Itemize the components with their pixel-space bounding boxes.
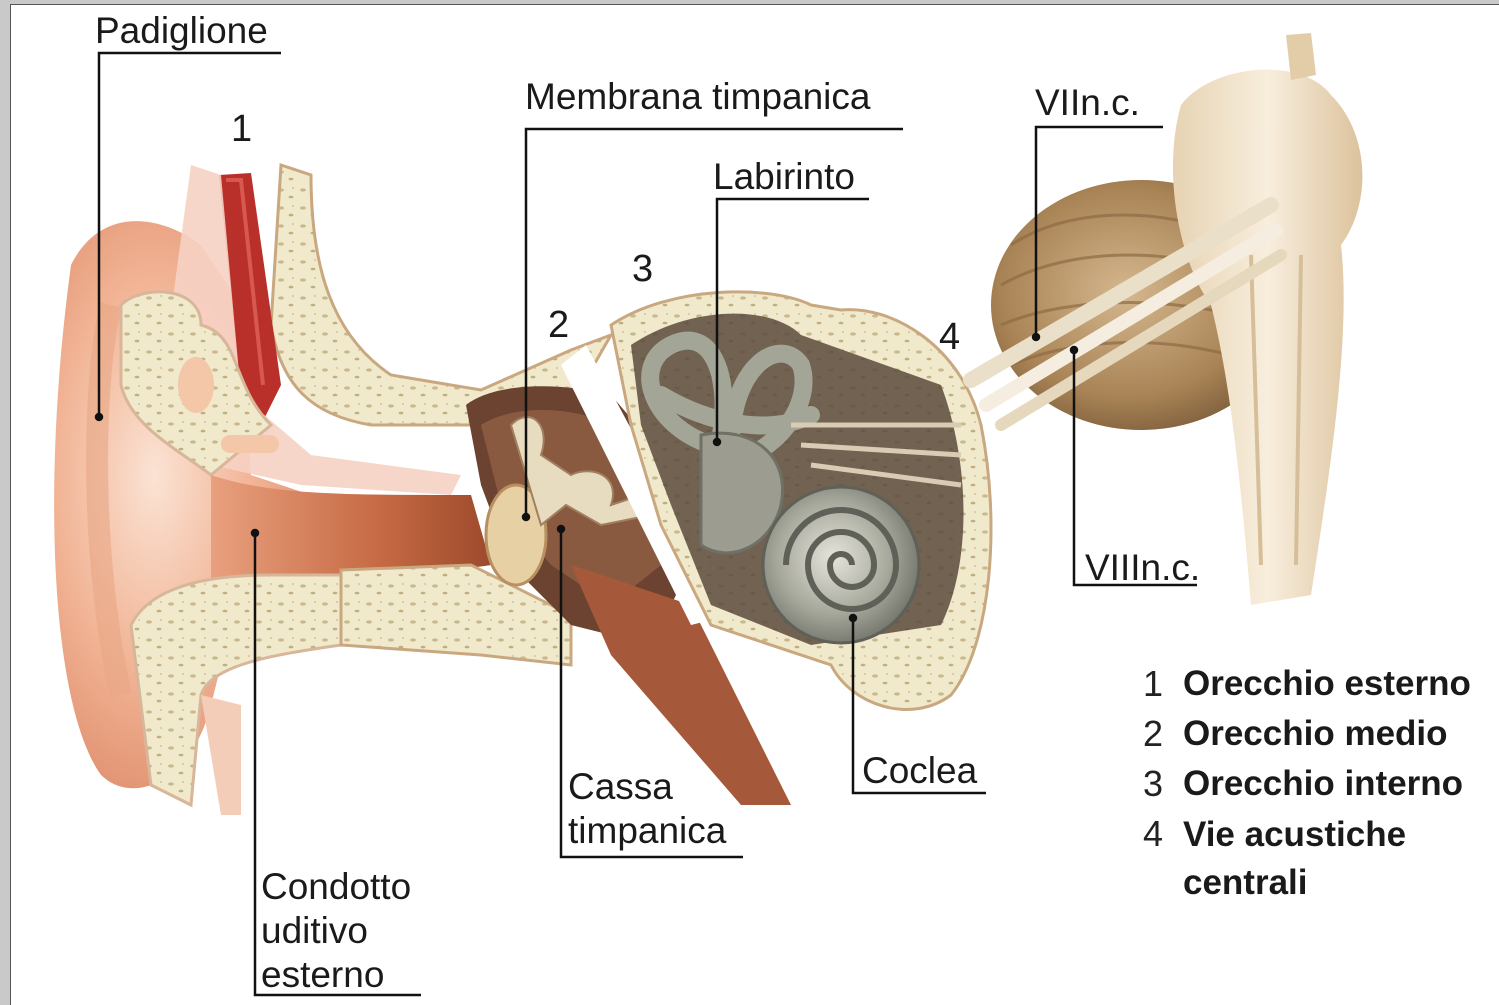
label-labirinto: Labirinto <box>713 155 855 199</box>
skull-bone-upper <box>271 165 611 425</box>
legend-text: Orecchio medio <box>1183 711 1448 757</box>
marker-2: 2 <box>548 305 569 345</box>
label-coclea: Coclea <box>862 749 977 793</box>
legend-item: 1 Orecchio esterno <box>1143 661 1499 711</box>
label-membrana-timpanica: Membrana timpanica <box>525 75 870 119</box>
marker-1: 1 <box>231 109 252 149</box>
legend-number: 4 <box>1143 811 1163 857</box>
label-padiglione: Padiglione <box>95 9 268 53</box>
diagram-sheet: Padiglione Membrana timpanica Labirinto … <box>10 4 1499 1005</box>
legend-number: 1 <box>1143 661 1163 707</box>
legend: 1 Orecchio esterno 2 Orecchio medio 3 Or… <box>1143 661 1499 907</box>
marker-4: 4 <box>939 317 960 357</box>
legend-text: Orecchio esterno <box>1183 661 1471 707</box>
label-cassa: Cassa <box>568 765 673 809</box>
label-uditivo: uditivo <box>261 909 368 953</box>
label-viii-nc: VIIIn.c. <box>1085 546 1200 590</box>
legend-number: 3 <box>1143 761 1163 807</box>
legend-number: 2 <box>1143 711 1163 757</box>
legend-item: 3 Orecchio interno <box>1143 761 1499 811</box>
label-vii-nc: VIIn.c. <box>1035 81 1140 125</box>
legend-item: 2 Orecchio medio <box>1143 711 1499 761</box>
marker-3: 3 <box>632 249 653 289</box>
legend-text: Vie acustiche centrali <box>1183 811 1483 907</box>
label-condotto: Condotto <box>261 865 411 909</box>
legend-text: Orecchio interno <box>1183 761 1463 807</box>
legend-item: 4 Vie acustiche centrali <box>1143 811 1499 907</box>
label-timpanica: timpanica <box>568 809 726 853</box>
label-esterno: esterno <box>261 953 384 997</box>
